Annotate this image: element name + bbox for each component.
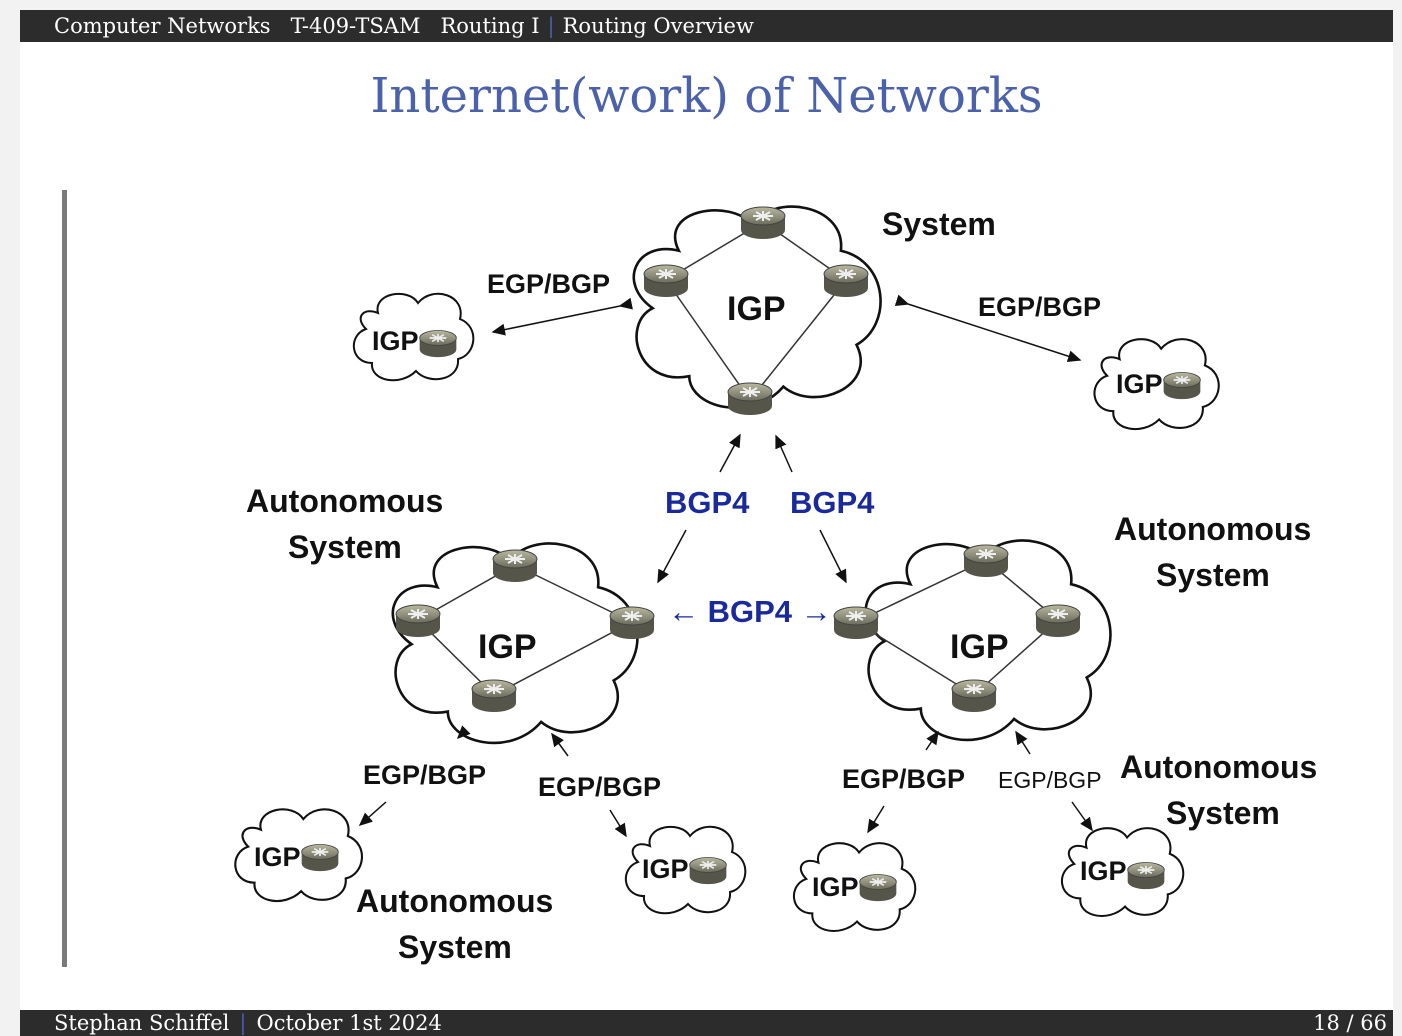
as-left-label-1: Autonomous bbox=[246, 483, 443, 519]
router-icon bbox=[300, 843, 340, 873]
router-icon bbox=[858, 873, 898, 903]
router-icon bbox=[823, 264, 869, 298]
as-bottom-right-label-2: System bbox=[1166, 795, 1280, 831]
router-icon bbox=[418, 329, 458, 359]
router-icon bbox=[1126, 861, 1166, 891]
router-icon bbox=[963, 544, 1009, 578]
as-top-label: System bbox=[882, 206, 996, 242]
header-code: T-409-TSAM bbox=[290, 14, 421, 38]
left-accent-bar bbox=[62, 190, 67, 967]
router-icon bbox=[1035, 604, 1081, 638]
router-icon bbox=[740, 206, 786, 240]
bgp4-label-left: BGP4 bbox=[665, 485, 750, 520]
igp-label-b2: IGP bbox=[642, 854, 689, 884]
router-icon bbox=[395, 604, 441, 638]
router-icon bbox=[609, 606, 655, 640]
router-icon bbox=[471, 679, 517, 713]
router-icon bbox=[643, 264, 689, 298]
slide-title: Internet(work) of Networks bbox=[370, 68, 1043, 124]
footer-bar: Stephan Schiffel | October 1st 2024 18 /… bbox=[20, 1010, 1393, 1036]
footer-author: Stephan Schiffel bbox=[54, 1011, 230, 1035]
as-right-label-2: System bbox=[1156, 557, 1270, 593]
router-icon bbox=[688, 856, 728, 886]
as-bottom-left-label-2: System bbox=[398, 929, 512, 965]
bgp4-label-right: BGP4 bbox=[790, 485, 875, 520]
as-right-label-1: Autonomous bbox=[1114, 511, 1311, 547]
footer-separator: | bbox=[239, 1011, 247, 1035]
egp-bgp-label-bc2: EGP/BGP bbox=[842, 764, 965, 794]
header-subsection: Routing Overview bbox=[562, 14, 754, 38]
header-separator: | bbox=[547, 14, 555, 38]
igp-label-top: IGP bbox=[727, 290, 786, 328]
igp-label-right: IGP bbox=[950, 628, 1009, 666]
bgp4-horizontal-label: ← BGP4 → bbox=[668, 594, 832, 629]
header-bar: Computer Networks T-409-TSAM Routing I |… bbox=[20, 10, 1393, 42]
router-icon bbox=[951, 679, 997, 713]
page-number: 18 / 66 bbox=[1313, 1011, 1387, 1035]
router-icon bbox=[833, 606, 879, 640]
network-diagram: IGP System IGP EGP/BGP IGP EGP/BGP BGP4 … bbox=[234, 205, 1317, 965]
router-icon bbox=[492, 549, 538, 583]
egp-bgp-label-tl: EGP/BGP bbox=[487, 269, 610, 299]
igp-label-b4: IGP bbox=[1080, 856, 1127, 886]
igp-label-left: IGP bbox=[478, 628, 537, 666]
as-bottom-left-label-1: Autonomous bbox=[356, 883, 553, 919]
as-left-label-2: System bbox=[288, 529, 402, 565]
router-icon bbox=[1162, 371, 1202, 401]
as-bottom-right-label-1: Autonomous bbox=[1120, 749, 1317, 785]
header-course: Computer Networks bbox=[54, 14, 271, 38]
router-icon bbox=[727, 382, 773, 416]
igp-label-b3: IGP bbox=[812, 872, 859, 902]
egp-bgp-label-bc1: EGP/BGP bbox=[538, 772, 661, 802]
igp-label-tr: IGP bbox=[1116, 369, 1163, 399]
igp-label-b1: IGP bbox=[254, 842, 301, 872]
egp-bgp-label-bl: EGP/BGP bbox=[363, 760, 486, 790]
footer-date: October 1st 2024 bbox=[256, 1011, 442, 1035]
slide: Computer Networks T-409-TSAM Routing I |… bbox=[20, 10, 1393, 1036]
igp-label-tl: IGP bbox=[372, 326, 419, 356]
header-section: Routing I bbox=[440, 14, 540, 38]
egp-bgp-label-tr: EGP/BGP bbox=[978, 292, 1101, 322]
egp-bgp-label-br: EGP/BGP bbox=[998, 767, 1102, 793]
